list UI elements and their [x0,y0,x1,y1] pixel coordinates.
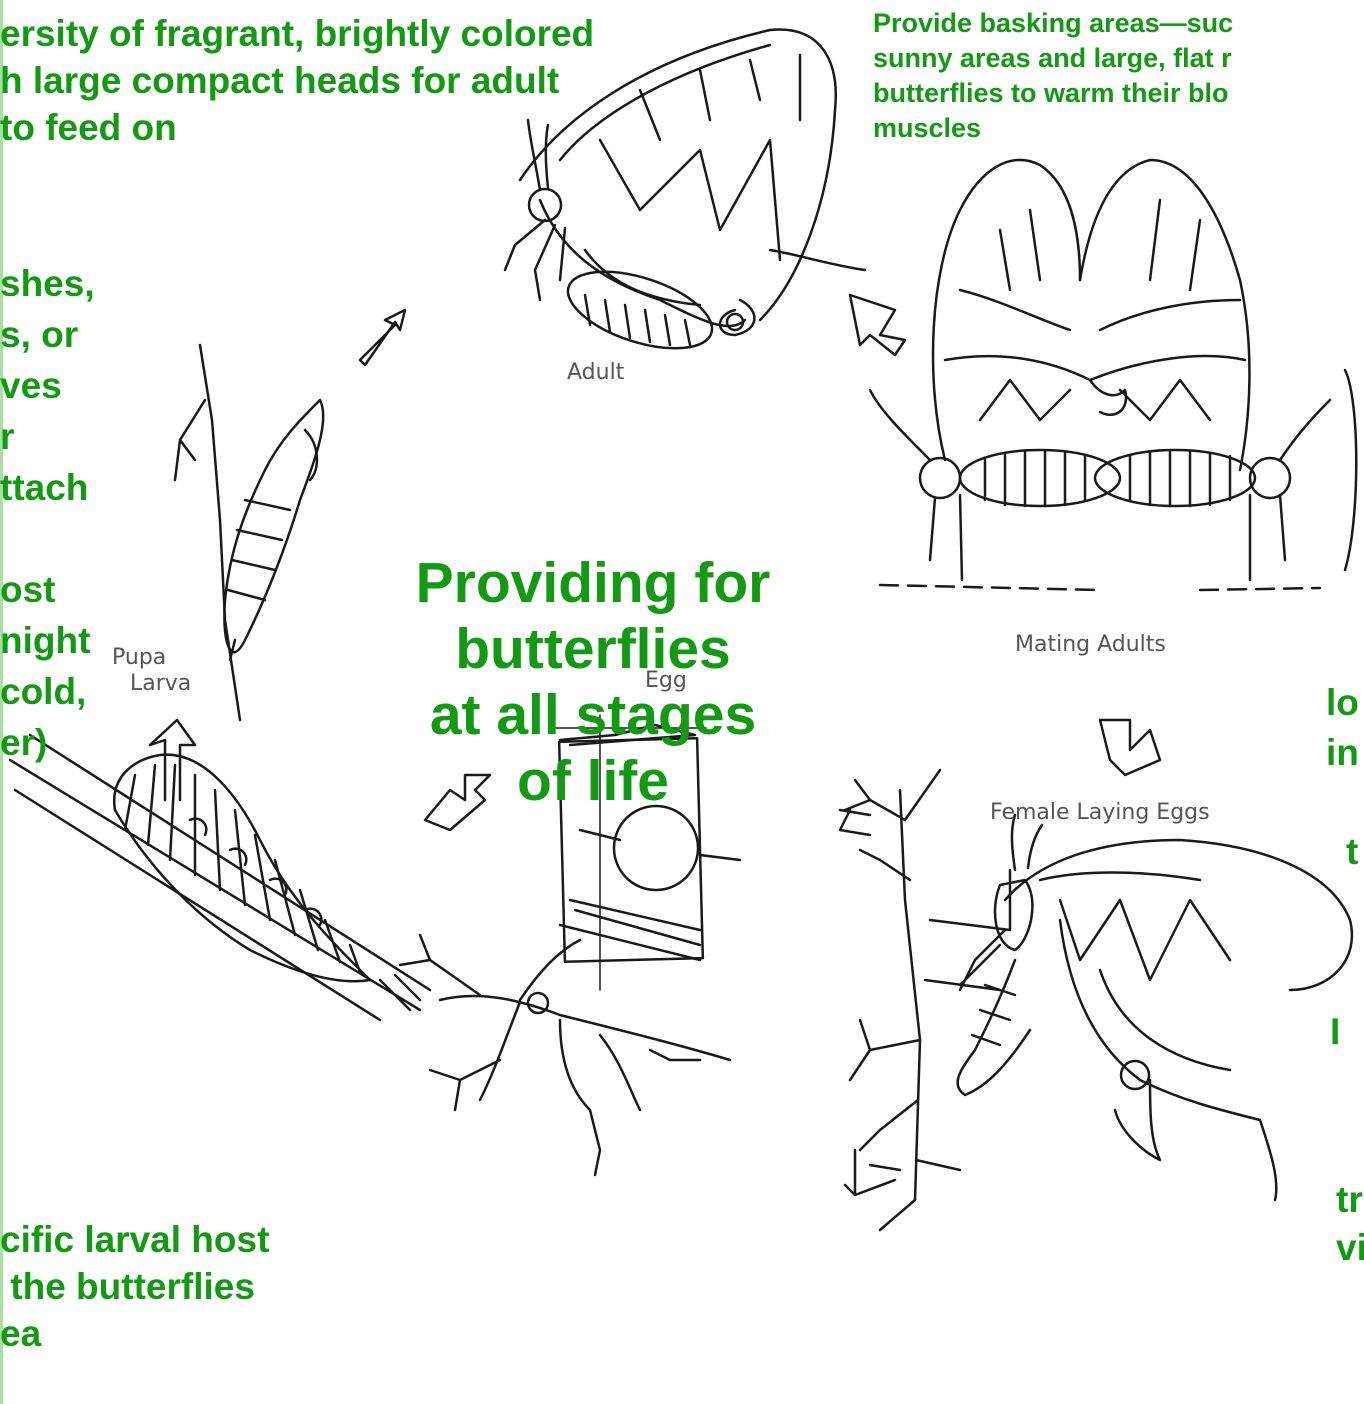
note-right-edge-3: I [1330,1008,1340,1055]
mating-adults-drawing [870,160,1356,590]
center-title: Providing for butterflies at all stages … [368,550,818,814]
arrow-pupa-to-adult [360,310,405,365]
arrow-laying-to-egg [840,810,870,835]
note-right-edge-2: t [1346,828,1358,875]
note-adult-nectar: ersity of fragrant, brightly colored h l… [0,10,594,151]
title-line-4: of life [368,748,818,814]
larva-drawing [10,735,430,1020]
title-line-1: Providing for [368,550,818,616]
stage-label-larva: Larva [130,671,191,696]
egg-twig-drawing [400,935,730,1175]
title-line-3: at all stages [368,682,818,748]
stage-label-adult: Adult [567,360,624,385]
stage-label-pupa: Pupa [112,645,166,670]
note-basking-areas: Provide basking areas—suc sunny areas an… [873,6,1233,146]
arrow-mating-to-laying [1100,720,1160,775]
note-right-edge: lo in [1326,678,1359,778]
note-larval-host-plants: cific larval host the butterflies ea [0,1216,269,1357]
title-line-2: butterflies [368,616,818,682]
female-laying-eggs-drawing [845,770,1352,1230]
stage-label-laying: Female Laying Eggs [990,800,1210,825]
arrow-adult-to-mating [850,295,905,355]
arrow-laying-to-egg-2 [845,1150,900,1195]
note-right-edge-4: tr vi [1336,1176,1364,1272]
stage-label-mating: Mating Adults [1015,632,1166,657]
note-pupa-shelter: shes, s, or ves r ttach ost night cold, … [0,258,95,768]
pupa-drawing [175,345,323,720]
